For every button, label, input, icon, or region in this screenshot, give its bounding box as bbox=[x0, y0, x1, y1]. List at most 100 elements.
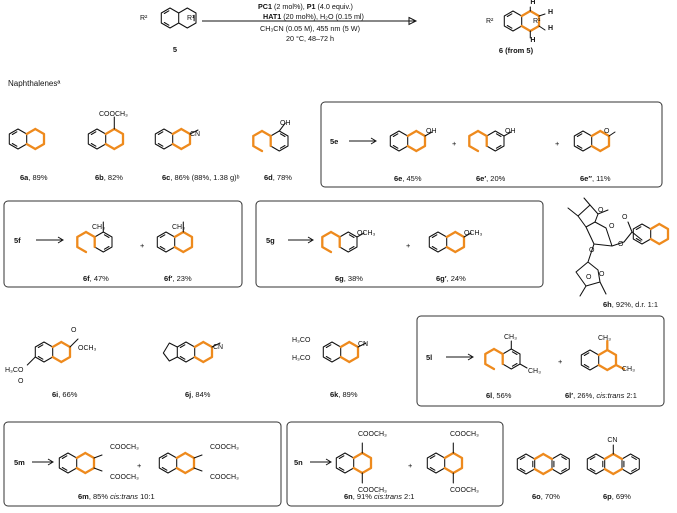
cond-line3: CH₃CN (0.05 M), 455 nm (5 W) bbox=[260, 24, 360, 33]
group-6b: COOCH₃ bbox=[99, 111, 128, 118]
product-label-0: 6a, 89% bbox=[20, 173, 48, 182]
mol-6a-arene bbox=[8, 128, 28, 150]
mol-6e-satring bbox=[406, 129, 427, 153]
product-yield: , 66% bbox=[58, 390, 78, 399]
mol-6e3-satring bbox=[590, 129, 611, 153]
product-tetralin-arene bbox=[503, 10, 523, 32]
arrow-5f bbox=[36, 236, 64, 244]
product-label-11: 6h, 92%, d.r. 1:1 bbox=[603, 300, 658, 309]
group-6n2-1: COOCH₃ bbox=[450, 431, 479, 438]
mol-6p-central bbox=[603, 452, 624, 476]
sub-6i-b bbox=[26, 356, 36, 366]
arrow-5l bbox=[446, 353, 474, 361]
mol-6l-satring bbox=[484, 347, 504, 371]
cond2-part-1: (20 mol%), H₂O (0.15 ml) bbox=[281, 12, 364, 21]
mol-6l2-satring bbox=[597, 348, 618, 372]
h-atom-1: H bbox=[548, 9, 553, 16]
mol-6h-tetralin-satring bbox=[649, 222, 670, 246]
plus-5f: + bbox=[140, 241, 145, 250]
box-5m bbox=[3, 421, 282, 507]
product-label-14: 6k, 89% bbox=[330, 390, 358, 399]
cond-line1: PC1 (2 mol%), P1 (4.0 equiv.) bbox=[258, 2, 353, 11]
product-yield: , 89% bbox=[28, 173, 48, 182]
product-number: 6 (from 5) bbox=[499, 46, 534, 55]
mol-6j-dioxole bbox=[162, 342, 178, 362]
product-id: 6e′ bbox=[476, 174, 486, 183]
group-6p: CN bbox=[607, 437, 617, 444]
product-label-6: 6e″, 11% bbox=[580, 174, 611, 183]
group-6f2: CH₃ bbox=[172, 224, 185, 231]
o-6i-1: O bbox=[71, 327, 77, 334]
cond-part-3: (4.0 equiv.) bbox=[316, 2, 353, 11]
mol-6m-arene bbox=[58, 452, 78, 474]
mol-6k-arene bbox=[322, 341, 342, 363]
substrate-naphthalene bbox=[160, 7, 197, 29]
product-label-12: 6i, 66% bbox=[52, 390, 78, 399]
o-6h-1: O bbox=[598, 207, 604, 214]
cond-line2: HAT1 (20 mol%), H₂O (0.15 ml) bbox=[263, 12, 364, 21]
section-title: Naphthalenesª bbox=[8, 79, 60, 88]
sub-6m-2 bbox=[93, 467, 103, 472]
cond-part-2: P1 bbox=[305, 2, 316, 11]
product-id: 6f bbox=[83, 274, 90, 283]
mol-6h-tetralin-arene bbox=[632, 223, 652, 245]
mol-6b-arene bbox=[87, 128, 107, 150]
mol-6l-arene bbox=[502, 348, 521, 370]
mol-6h-dioxolane bbox=[577, 204, 599, 228]
product-label-4: 6e, 45% bbox=[394, 174, 422, 183]
mol-6f2-satring bbox=[173, 230, 194, 254]
substrate-number: 5 bbox=[173, 45, 177, 54]
group-6n2-2: COOCH₃ bbox=[450, 487, 479, 494]
cond-line4: 20 °C, 48–72 h bbox=[286, 34, 334, 43]
mol-6d-arene bbox=[270, 130, 289, 152]
sub-6d bbox=[278, 122, 286, 132]
group-6e2: OH bbox=[505, 128, 516, 135]
mol-6g-satring bbox=[321, 230, 341, 254]
group-6k-a: H₃CO bbox=[292, 337, 311, 344]
product-yield: , 47% bbox=[90, 274, 110, 283]
product-tetralin-satring bbox=[520, 9, 541, 33]
mol-6e2-satring bbox=[468, 129, 488, 153]
mol-6i-arene bbox=[34, 341, 54, 363]
mol-6f-satring bbox=[76, 230, 96, 254]
box-label-5g: 5g bbox=[266, 236, 275, 245]
product-yield: , 82% bbox=[104, 173, 124, 182]
plus-5e-1: + bbox=[452, 139, 457, 148]
mol-6i-satring bbox=[51, 340, 72, 364]
o-6h-2: O bbox=[609, 223, 615, 230]
mol-6j-satring bbox=[193, 340, 214, 364]
product-id: 6l bbox=[486, 391, 492, 400]
product-id: 6c bbox=[162, 173, 170, 182]
product-id: 6p bbox=[603, 492, 612, 501]
r2-label: R² bbox=[140, 15, 148, 22]
arrow-5e bbox=[349, 137, 377, 145]
product-yield: , 86% (88%, 1.38 g)ᵇ bbox=[170, 173, 239, 182]
group-6e3: O bbox=[604, 128, 610, 135]
product-label-16: 6l′, 26%, cis:trans 2:1 bbox=[565, 391, 637, 400]
product-id: 6m bbox=[78, 492, 89, 501]
o-6h-5: O bbox=[589, 247, 595, 254]
product-id: 6n bbox=[344, 492, 353, 501]
mol-6n-arene bbox=[335, 452, 355, 474]
plus-5n: + bbox=[408, 461, 413, 470]
product-id: 6a bbox=[20, 173, 29, 182]
product-yield: , 45% bbox=[402, 174, 422, 183]
product-ratio: 10:1 bbox=[138, 492, 155, 501]
product-label-20: 6p, 69% bbox=[603, 492, 631, 501]
product-yield: , 91% bbox=[353, 492, 374, 501]
product-yield: , 85% bbox=[89, 492, 110, 501]
mol-6n-satring bbox=[352, 451, 373, 475]
group-6k: CN bbox=[358, 341, 368, 348]
arrow-5n bbox=[310, 458, 332, 466]
product-label-7: 6f, 47% bbox=[83, 274, 109, 283]
sub-6e2 bbox=[503, 131, 512, 137]
h-atom-3: H bbox=[530, 37, 535, 44]
group-6d: OH bbox=[280, 120, 291, 127]
mol-6h-bonds bbox=[567, 197, 609, 217]
mol-6m2-satring bbox=[175, 451, 196, 475]
group-6e: OH bbox=[426, 128, 437, 135]
product-id: 6e bbox=[394, 174, 402, 183]
sub-6m-1 bbox=[93, 454, 103, 459]
mol-6e3-arene bbox=[573, 130, 593, 152]
product-label-1: 6b, 82% bbox=[95, 173, 123, 182]
